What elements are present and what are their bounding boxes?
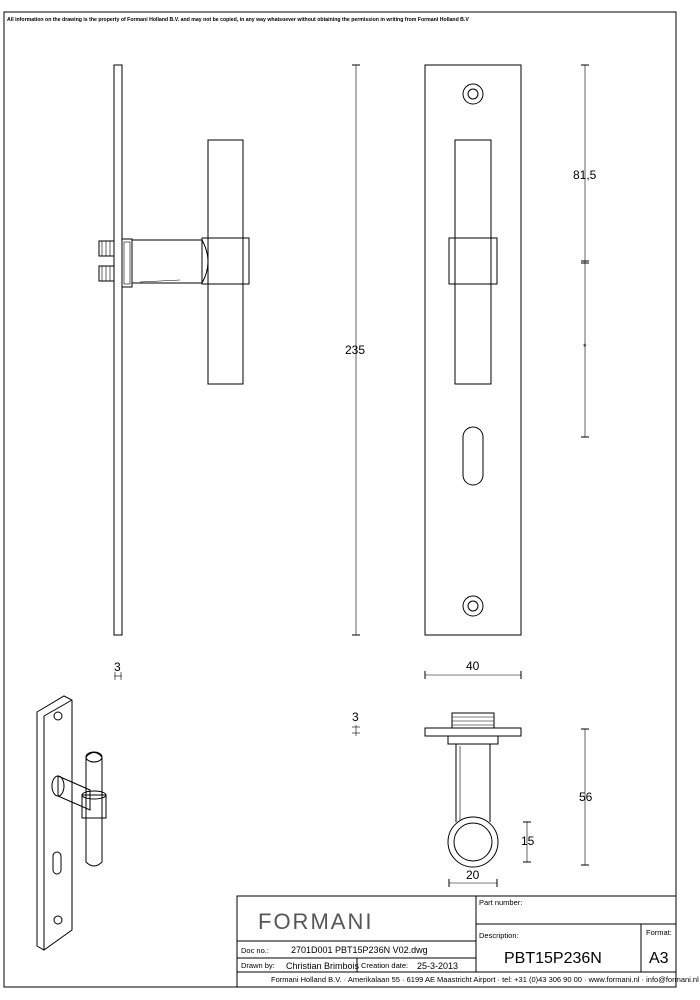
side-spindle-nut-top (98, 240, 115, 257)
dim-3-side-label: 3 (114, 660, 121, 674)
dim-grip-small: 15 (521, 821, 535, 863)
brand-logo: FORMANI (258, 909, 373, 934)
description-label: Description: (479, 931, 519, 940)
dim-handle-offset: * 81,5 (573, 64, 597, 438)
dim-15-label: 15 (521, 834, 535, 848)
dim-plate-width: 40 (424, 659, 522, 679)
dim-40-label: 40 (466, 659, 480, 673)
drawn-by-label: Drawn by: (241, 961, 275, 970)
drawn-by-value: Christian Brimbois (286, 961, 360, 971)
top-grip-inner (453, 822, 493, 862)
sheet-border (3, 11, 677, 988)
side-plate (113, 64, 123, 636)
front-collar (448, 237, 498, 285)
dim-grip-diameter: 20 (448, 868, 498, 887)
copyright-notice: All information on the drawing is the pr… (7, 17, 469, 23)
side-rosette (121, 238, 133, 288)
dim-56-label: 56 (579, 790, 593, 804)
iso-collar (81, 794, 107, 819)
top-grip-outer (447, 816, 499, 868)
format-value: A3 (649, 950, 669, 967)
svg-text:*: * (583, 342, 587, 352)
creation-date-value: 25-3-2013 (417, 961, 458, 971)
dim-235-label: 235 (345, 343, 365, 357)
title-block: FORMANI Part number: Description: PBT15P… (236, 895, 699, 988)
dim-plate-thickness-side: 3 (114, 660, 122, 680)
format-label: Format: (646, 928, 672, 937)
part-number-label: Part number: (479, 898, 522, 907)
top-screw-hole (462, 83, 484, 105)
iso-plate (36, 695, 73, 951)
creation-date-label: Creation date: (361, 961, 408, 970)
doc-no-label: Doc no.: (241, 946, 269, 955)
keyhole-slot (462, 426, 484, 486)
front-view (424, 64, 522, 636)
dim-projection: 56 (579, 728, 593, 866)
side-grip (207, 139, 244, 385)
top-plate (424, 727, 522, 737)
dim-81-5-label: 81,5 (573, 168, 597, 182)
description-value: PBT15P236N (504, 950, 602, 967)
company-footer: Formani Holland B.V. · Amerikalaan 55 · … (271, 975, 699, 984)
doc-no-value: 2701D001 PBT15P236N V02.dwg (291, 945, 428, 955)
front-plate (424, 64, 522, 636)
bottom-screw-hole (462, 595, 484, 617)
side-view (98, 64, 250, 636)
side-collar (201, 237, 250, 285)
dim-3-top-label: 3 (352, 710, 359, 724)
front-grip (454, 139, 492, 385)
top-view: 3 (352, 710, 522, 868)
isometric-view (36, 695, 107, 951)
iso-grip (85, 752, 103, 867)
dim-20-label: 20 (466, 868, 480, 882)
top-spindle (451, 712, 495, 729)
side-spindle-nut-bottom (98, 265, 115, 282)
dim-plate-height: 235 (345, 64, 365, 636)
